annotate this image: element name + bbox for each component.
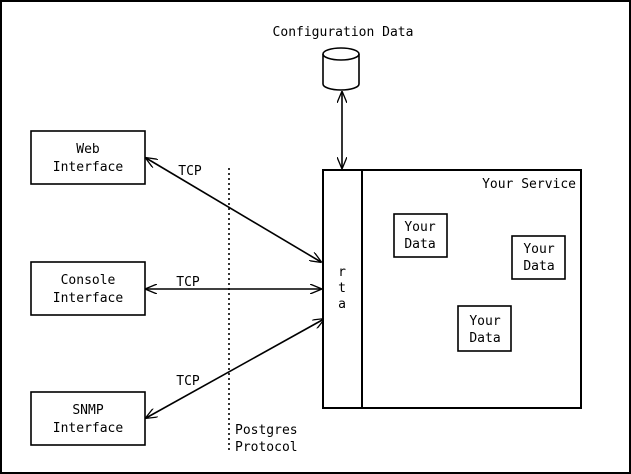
rta-letter-a: a	[338, 297, 346, 312]
separator-label-line1: Postgres	[235, 423, 298, 438]
snmp-interface-box: SNMP Interface	[30, 391, 146, 446]
console-interface-label-line1: Console	[61, 273, 116, 288]
snmp-interface-label-line1: SNMP	[72, 403, 103, 418]
data-box-1: Your Data	[393, 213, 448, 258]
web-interface-box: Web Interface	[30, 130, 146, 185]
config-data-title: Configuration Data	[273, 25, 414, 40]
data-box-1-line1: Your	[404, 220, 435, 235]
console-tcp-label: TCP	[176, 275, 200, 290]
snmp-interface-label-line2: Interface	[53, 421, 124, 436]
data-box-2-line1: Your	[523, 242, 554, 257]
service-title: Your Service	[482, 177, 576, 192]
rta-letter-r: r	[338, 265, 346, 280]
web-tcp-arrow	[146, 158, 321, 262]
database-cylinder-icon	[322, 47, 360, 91]
data-box-2-line2: Data	[523, 259, 554, 274]
separator-label-line2: Protocol	[235, 440, 298, 455]
data-box-1-line2: Data	[404, 237, 435, 252]
data-box-3-line1: Your	[469, 314, 500, 329]
console-interface-box: Console Interface	[30, 261, 146, 316]
data-box-3-line2: Data	[469, 331, 500, 346]
console-interface-label-line2: Interface	[53, 291, 124, 306]
web-interface-label-line2: Interface	[53, 160, 124, 175]
data-box-3: Your Data	[457, 305, 512, 352]
service-box	[322, 169, 582, 409]
web-interface-label-line1: Web	[76, 142, 100, 157]
rta-letter-t: t	[338, 281, 346, 296]
data-box-2: Your Data	[511, 235, 566, 280]
snmp-tcp-arrow	[146, 319, 324, 418]
web-tcp-label: TCP	[178, 164, 202, 179]
snmp-tcp-label: TCP	[176, 374, 200, 389]
